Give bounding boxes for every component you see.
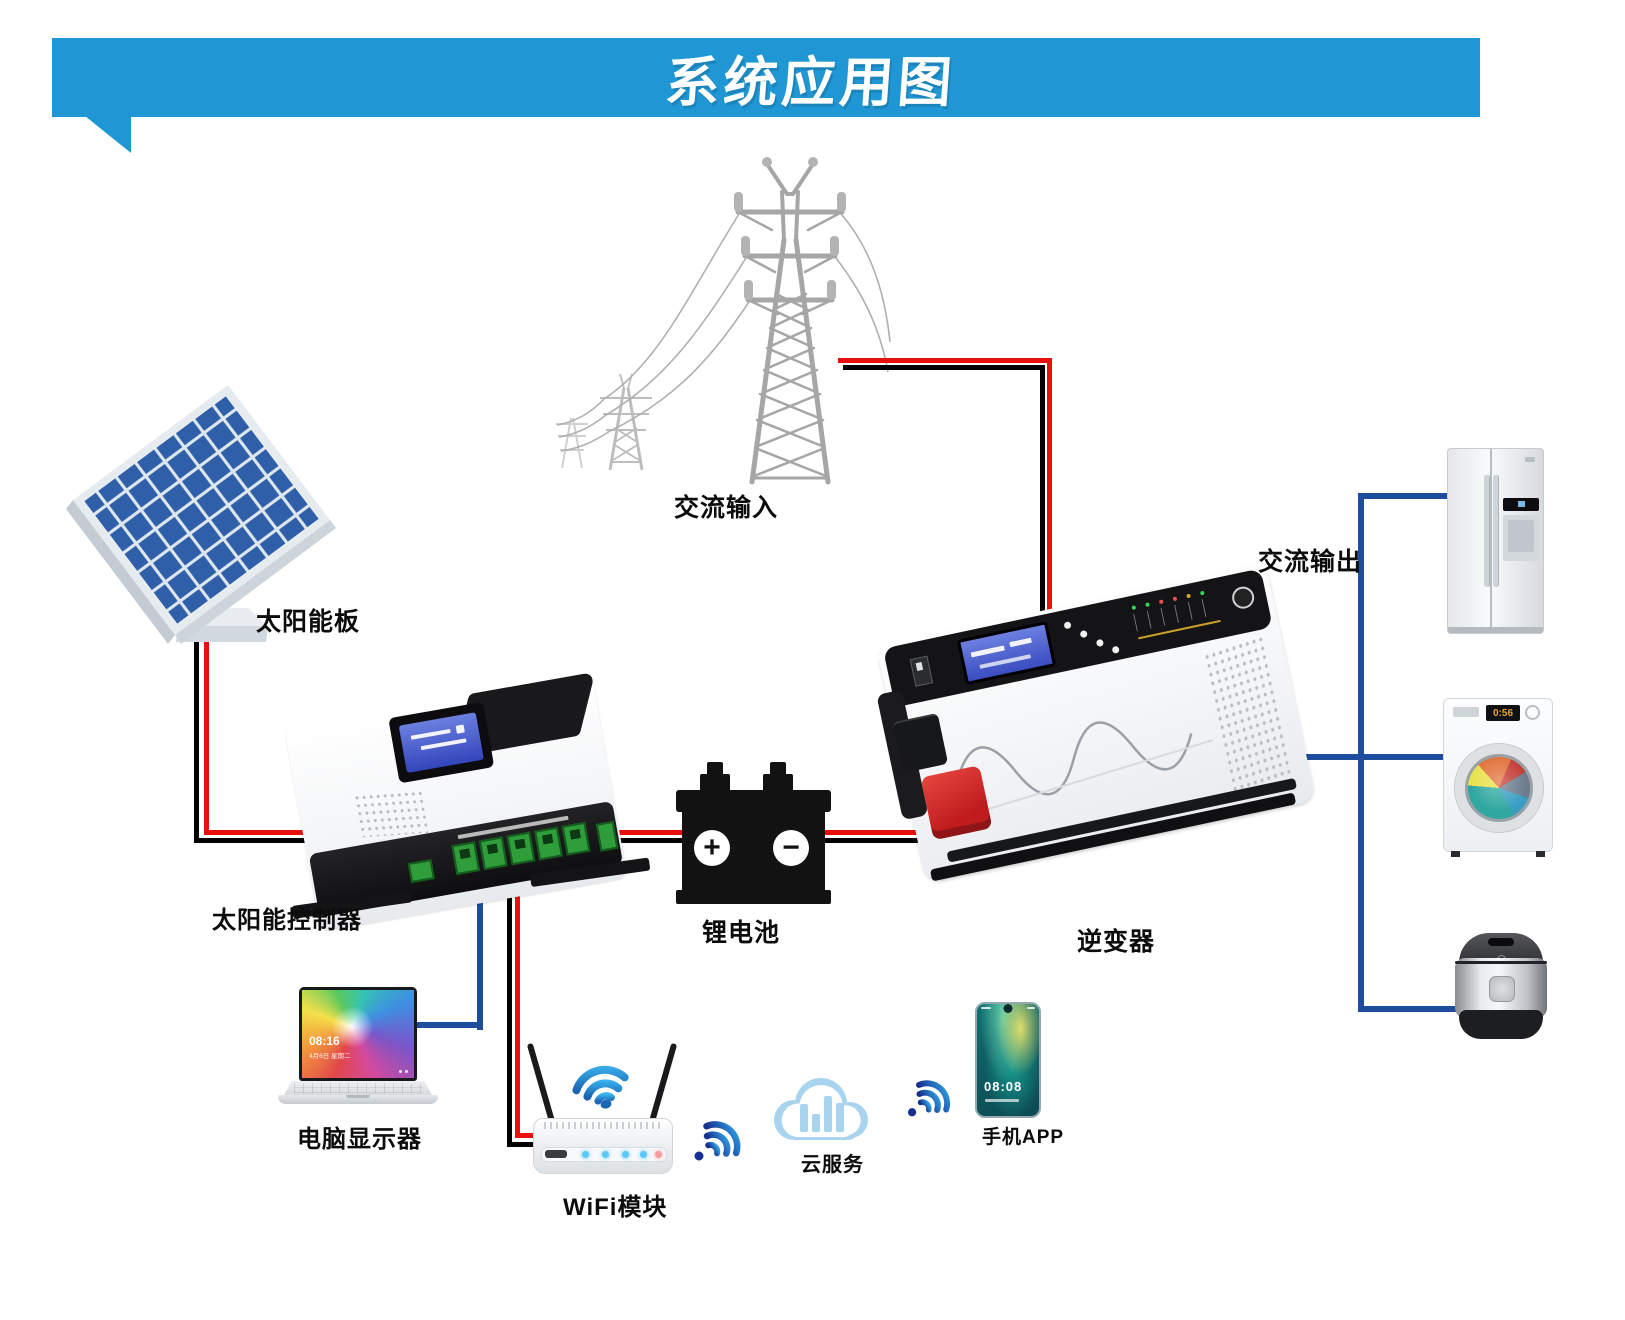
controller-icon [284,671,651,932]
battery-icon: + − [676,760,831,905]
laptop-base [278,1095,438,1104]
wifi-icon [572,1065,629,1109]
label-battery: 锂电池 [702,919,781,947]
phone-icon: 08:08 [975,1002,1041,1118]
wire-ac-in-red-horizontal [838,358,1052,363]
label-phone-app: 手机APP [982,1127,1065,1148]
label-wifi-module: WiFi模块 [563,1194,668,1221]
router-led-strip [541,1147,667,1162]
washer-door [1455,744,1543,832]
router-icon [533,1118,673,1174]
wire-ac-in-black-vertical [1040,365,1045,637]
fridge-dispenser [1503,515,1539,561]
fridge-icon [1447,448,1544,634]
wire-laptop-blue-vertical [477,870,483,1030]
rice-cooker-icon [1455,933,1547,1039]
label-cloud-service: 云服务 [801,1154,864,1176]
laptop-keyboard [284,1081,432,1095]
label-controller: 太阳能控制器 [212,907,362,934]
wire-pv-black-vertical [194,642,199,843]
wire-wifi-red-horizontal [515,1133,543,1138]
inverter-lcd-screen [956,621,1057,686]
signal-icon-router-cloud [694,1121,741,1161]
label-ac-input: 交流输入 [674,494,779,522]
label-computer: 电脑显示器 [297,1126,422,1153]
laptop-wallpaper: 08:16 4月6日 星期二 [302,990,414,1078]
wire-wifi-black-horizontal [507,1142,543,1147]
page-title: 系统应用图 [663,53,958,113]
laptop-screen-date: 4月6日 星期二 [309,1053,351,1060]
label-ac-output: 交流输出 [1258,548,1363,576]
label-solar-panel: 太阳能板 [256,608,361,636]
laptop-icon: 08:16 4月6日 星期二 [299,987,417,1081]
banner-tail [85,116,131,153]
fridge-display [1503,498,1539,511]
washing-machine-icon: 0:56 [1443,698,1553,857]
battery-plus-symbol: + [694,830,730,866]
wire-laptop-blue-horizontal [410,1022,483,1028]
wire-wifi-red-vertical [515,858,520,1138]
inverter-sine-wave [953,721,1214,821]
battery-minus-symbol: − [773,830,809,866]
cloud-icon [774,1078,868,1140]
wire-ac-out-main [1248,754,1448,760]
phone-screen-time: 08:08 [984,1079,1023,1094]
wire-ac-in-red-vertical [1047,358,1052,644]
signal-icon-cloud-phone [907,1080,951,1117]
wire-pv-red-vertical [204,642,209,835]
inverter-icon [876,563,1316,883]
washer-display: 0:56 [1486,705,1520,721]
solar-panel-icon [66,385,336,644]
controller-lcd-screen [398,712,484,774]
wire-ac-out-fridge [1358,493,1450,499]
controller-vents [352,789,429,838]
title-banner: 系统应用图 [52,38,1480,117]
laptop-screen-time: 08:16 [309,1034,340,1048]
wire-ac-out-vertical [1358,493,1364,1012]
wire-wifi-black-vertical [507,864,512,1147]
inverter-red-connector [920,765,993,841]
wire-ac-out-cooker [1358,1006,1458,1012]
wire-ac-in-black-horizontal [843,365,1045,370]
transmission-tower-icon [556,157,891,485]
label-inverter: 逆变器 [1077,928,1156,956]
